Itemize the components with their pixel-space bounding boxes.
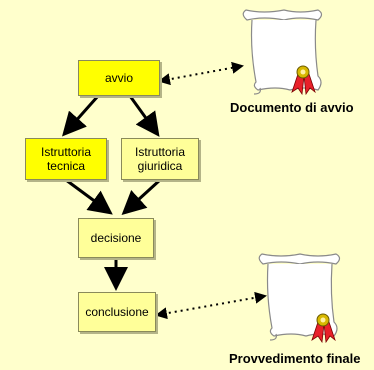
arrow-avvio-to-giuridica [128, 95, 160, 137]
arrow-giuridica-to-decisione [121, 178, 162, 216]
node-istruttoria-tecnica-text: Istruttoria tecnica [41, 145, 91, 173]
document-caption-avvio: Documento di avvio [230, 100, 354, 115]
node-istruttoria-giuridica-text: Istruttoria giuridica [135, 145, 185, 173]
dotted-link-avvio-document [158, 61, 244, 86]
node-avvio: avvio [78, 60, 160, 96]
node-istruttoria-giuridica: Istruttoria giuridica [121, 138, 199, 180]
node-conclusione-label: conclusione [85, 305, 149, 319]
node-conclusione: conclusione [78, 292, 156, 332]
node-istruttoria-tecnica: Istruttoria tecnica [25, 138, 107, 180]
node-istruttoria-tecnica-line2: tecnica [46, 159, 85, 173]
node-avvio-label: avvio [104, 71, 133, 85]
scroll-with-seal-icon [258, 253, 341, 344]
arrow-avvio-to-tecnica [62, 95, 100, 137]
dotted-link-final-document [155, 291, 267, 320]
node-istruttoria-giuridica-line2: giuridica [137, 159, 183, 173]
node-decisione: decisione [78, 218, 154, 258]
node-istruttoria-giuridica-line1: Istruttoria [134, 145, 185, 159]
node-istruttoria-tecnica-line1: Istruttoria [40, 145, 91, 159]
node-decisione-label: decisione [90, 231, 142, 245]
document-caption-finale: Provvedimento finale [229, 351, 361, 366]
arrow-tecnica-to-decisione [65, 178, 113, 215]
scroll-with-seal-icon [242, 9, 323, 96]
